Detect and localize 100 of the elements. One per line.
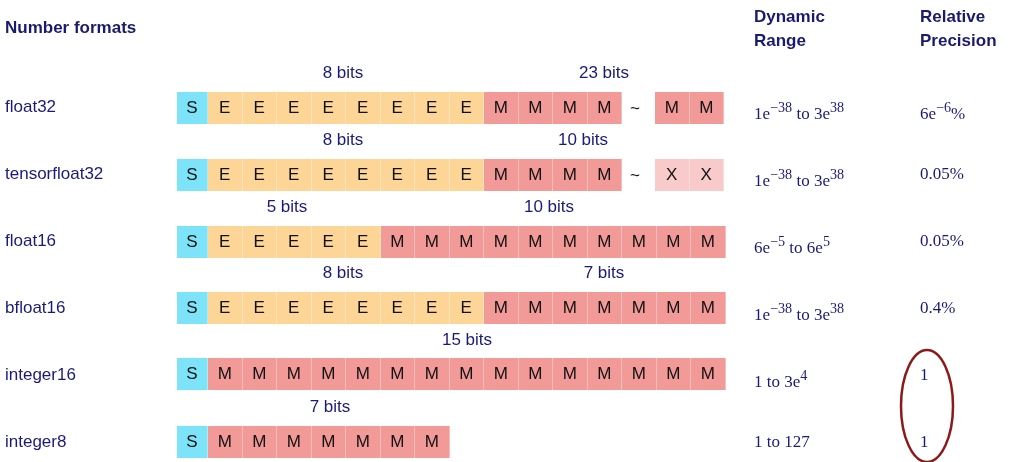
dynamic-range-value: 6e$^{−5}$ to 6e$^{5}$ bbox=[754, 232, 830, 259]
bit-count: 8 bits bbox=[322, 129, 364, 151]
mantissa-bit: M bbox=[484, 292, 519, 324]
bit-count: 23 bits bbox=[578, 62, 630, 84]
precision-value: 0.4% bbox=[920, 297, 956, 319]
exponent-bit: E bbox=[208, 92, 243, 124]
exponent-bit: E bbox=[380, 92, 415, 124]
unused-bit: X bbox=[655, 159, 690, 191]
sign-bit: S bbox=[177, 226, 208, 258]
mantissa-bit: M bbox=[380, 426, 415, 458]
exponent-bit: E bbox=[277, 159, 312, 191]
ellipsis: ~ bbox=[630, 98, 640, 120]
mantissa-bit: M bbox=[277, 426, 312, 458]
dynamic-range-value: 1 to 127 bbox=[754, 431, 810, 453]
exponent-bit: E bbox=[346, 226, 381, 258]
dynamic-range-value: 1e$^{−38}$ to 3e$^{38}$ bbox=[754, 98, 845, 125]
precision-value: 1 bbox=[920, 431, 929, 453]
mantissa-bit: M bbox=[311, 358, 346, 390]
exponent-bit: E bbox=[311, 292, 346, 324]
exponent-bit: E bbox=[346, 92, 381, 124]
format-name: bfloat16 bbox=[5, 297, 66, 319]
exponent-bit: E bbox=[242, 159, 277, 191]
exponent-bit: E bbox=[277, 292, 312, 324]
mantissa-bit: M bbox=[518, 358, 553, 390]
exponent-bit: E bbox=[277, 226, 312, 258]
mantissa-bit: M bbox=[518, 292, 553, 324]
mantissa-bit: M bbox=[553, 292, 588, 324]
bit-count: 7 bits bbox=[309, 396, 351, 418]
exponent-bit: E bbox=[449, 159, 484, 191]
mantissa-bit: M bbox=[449, 358, 484, 390]
exponent-bit: E bbox=[242, 92, 277, 124]
mantissa-bit: M bbox=[449, 226, 484, 258]
mantissa-bit: M bbox=[518, 92, 553, 124]
exponent-bit: E bbox=[415, 92, 450, 124]
mantissa-bit: M bbox=[587, 292, 622, 324]
mantissa-bit: M bbox=[242, 426, 277, 458]
exponent-bit: E bbox=[380, 292, 415, 324]
mantissa-bit: M bbox=[656, 358, 691, 390]
exponent-bit: E bbox=[346, 292, 381, 324]
mantissa-bit: M bbox=[518, 226, 553, 258]
sign-bit: S bbox=[177, 358, 208, 390]
exponent-bit: E bbox=[208, 292, 243, 324]
exponent-bit: E bbox=[415, 159, 450, 191]
exponent-bit: E bbox=[242, 226, 277, 258]
mantissa-bit: M bbox=[587, 226, 622, 258]
mantissa-bit: M bbox=[484, 358, 519, 390]
mantissa-bit: M bbox=[415, 426, 450, 458]
mantissa-bit: M bbox=[484, 226, 519, 258]
precision-value: 6e$^{−6}$% bbox=[920, 98, 966, 125]
title: Number formats bbox=[5, 17, 137, 39]
mantissa-bit: M bbox=[380, 358, 415, 390]
mantissa-bit: M bbox=[691, 226, 726, 258]
mantissa-bit: M bbox=[553, 92, 588, 124]
mantissa-bit: M bbox=[380, 226, 415, 258]
mantissa-bit: M bbox=[691, 292, 726, 324]
format-name: integer16 bbox=[5, 364, 76, 386]
mantissa-bit: M bbox=[587, 92, 622, 124]
mantissa-bit: M bbox=[622, 226, 657, 258]
mantissa-bit: M bbox=[346, 358, 381, 390]
precision-value: 0.05% bbox=[920, 163, 964, 185]
exponent-bit: E bbox=[242, 292, 277, 324]
bit-count: 10 bits bbox=[523, 196, 575, 218]
mantissa-bit: M bbox=[277, 358, 312, 390]
exponent-bit: E bbox=[449, 92, 484, 124]
sign-bit: S bbox=[177, 426, 208, 458]
mantissa-bit: M bbox=[415, 226, 450, 258]
mantissa-bit: M bbox=[484, 92, 519, 124]
bit-count: 7 bits bbox=[583, 262, 625, 284]
exponent-bit: E bbox=[311, 226, 346, 258]
bit-count: 15 bits bbox=[441, 329, 493, 351]
column-header: Dynamic Range bbox=[754, 6, 826, 52]
mantissa-bit: M bbox=[622, 358, 657, 390]
exponent-bit: E bbox=[311, 159, 346, 191]
exponent-bit: E bbox=[449, 292, 484, 324]
sign-bit: S bbox=[177, 92, 208, 124]
precision-value: 1 bbox=[920, 364, 929, 386]
sign-bit: S bbox=[177, 159, 208, 191]
dynamic-range-value: 1 to 3e$^{4}$ bbox=[754, 366, 808, 393]
mantissa-bit: M bbox=[208, 358, 243, 390]
mantissa-bit: M bbox=[553, 226, 588, 258]
mantissa-bit: M bbox=[518, 159, 553, 191]
mantissa-bit: M bbox=[208, 426, 243, 458]
bit-count: 5 bits bbox=[266, 196, 308, 218]
mantissa-bit: M bbox=[484, 159, 519, 191]
exponent-bit: E bbox=[415, 292, 450, 324]
exponent-bit: E bbox=[277, 92, 312, 124]
sign-bit: S bbox=[177, 292, 208, 324]
mantissa-bit: M bbox=[587, 358, 622, 390]
format-name: float32 bbox=[5, 96, 57, 118]
mantissa-bit: M bbox=[242, 358, 277, 390]
mantissa-bit: M bbox=[691, 358, 726, 390]
mantissa-bit: M bbox=[415, 358, 450, 390]
mantissa-bit: M bbox=[656, 226, 691, 258]
mantissa-bit: M bbox=[689, 92, 724, 124]
format-name: integer8 bbox=[5, 431, 67, 453]
column-header: Relative Precision bbox=[920, 6, 998, 52]
exponent-bit: E bbox=[208, 159, 243, 191]
mantissa-bit: M bbox=[553, 358, 588, 390]
exponent-bit: E bbox=[380, 159, 415, 191]
ellipsis: ~ bbox=[630, 165, 640, 187]
